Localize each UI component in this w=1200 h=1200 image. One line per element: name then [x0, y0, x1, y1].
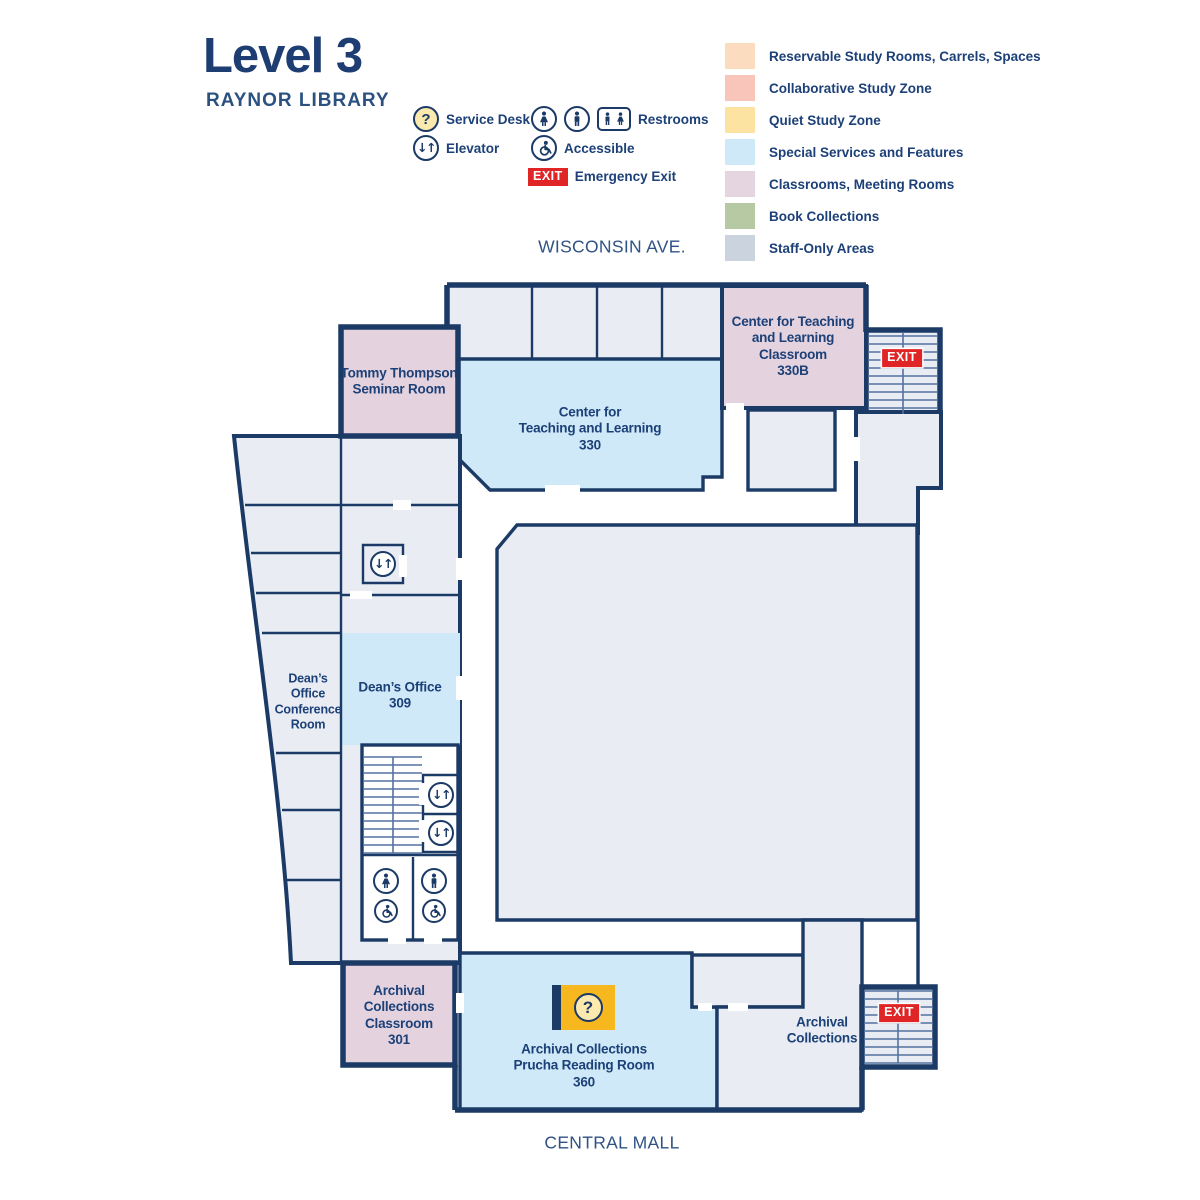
room-below-330b — [746, 408, 837, 492]
map-exit-badge-se: EXIT — [879, 1004, 919, 1022]
legend-service-desk-label: Service Desk — [446, 111, 531, 127]
stairs-nw-treads — [364, 756, 422, 854]
swatch-quiet — [725, 107, 755, 133]
library-name: RAYNOR LIBRARY — [206, 90, 390, 111]
room-inner-south — [690, 953, 805, 1009]
legend-restrooms: Restrooms — [531, 106, 709, 132]
service-desk-icon: ? — [413, 106, 439, 132]
map-accessible-icon-2 — [422, 899, 446, 923]
central-area — [495, 523, 919, 922]
label-ctl-330: Center for Teaching and Learning 330 — [518, 404, 662, 453]
legend-row-special: Special Services and Features — [725, 139, 1041, 165]
outer-walls — [444, 282, 869, 1113]
legend-row-books: Book Collections — [725, 203, 1041, 229]
label-deans-309: Dean’s Office 309 — [358, 679, 442, 711]
map-mens-restroom-icon — [421, 868, 447, 894]
legend-emergency-exit-label: Emergency Exit — [574, 169, 677, 185]
swatch-classrooms — [725, 171, 755, 197]
swatch-books — [725, 203, 755, 229]
room-deans-office-309 — [341, 633, 460, 745]
womens-restroom-icon — [531, 106, 557, 132]
desk-bar — [552, 985, 561, 1030]
color-legend: Reservable Study Rooms, Carrels, Spaces … — [725, 43, 1041, 261]
legend-elevator: ↓↑ Elevator — [413, 135, 499, 161]
legend-row-quiet: Quiet Study Zone — [725, 107, 1041, 133]
room-ne-corridor — [854, 410, 943, 535]
mens-restroom-icon — [564, 106, 590, 132]
family-restroom-icon — [597, 107, 631, 131]
question-glyph: ? — [421, 110, 431, 128]
legend-elevator-label: Elevator — [446, 140, 500, 156]
page-title: Level 3 — [203, 29, 363, 83]
swatch-collaborative — [725, 75, 755, 101]
street-label-bottom: CENTRAL MALL — [544, 1132, 680, 1153]
room-archival-classroom-301 — [340, 960, 458, 1068]
desk-gold-area: ? — [561, 985, 615, 1030]
map-womens-restroom-icon — [373, 868, 399, 894]
elevator-arrows-glyph: ↓↑ — [417, 139, 436, 155]
map-exit-badge-ne: EXIT — [882, 349, 922, 367]
legend-emergency-exit: EXIT Emergency Exit — [528, 168, 676, 186]
legend-accessible-label: Accessible — [564, 140, 635, 156]
map-accessible-icon-1 — [374, 899, 398, 923]
map-elevator-icon-3: ↓↑ — [428, 820, 454, 846]
swatch-staff — [725, 235, 755, 261]
room-ctl-classroom-330b — [720, 284, 868, 410]
label-archival-301: Archival Collections Classroom 301 — [363, 983, 435, 1048]
exit-badge-icon: EXIT — [528, 168, 568, 186]
legend-service-desk: ? Service Desk — [413, 106, 530, 132]
label-prucha-360: Archival Collections Prucha Reading Room… — [513, 1041, 655, 1090]
map-service-desk-icon: ? — [552, 985, 615, 1030]
label-archival-collections: Archival Collections — [786, 1014, 858, 1046]
legend-row-collaborative: Collaborative Study Zone — [725, 75, 1041, 101]
legend-row-staff: Staff-Only Areas — [725, 235, 1041, 261]
legend-row-reservable: Reservable Study Rooms, Carrels, Spaces — [725, 43, 1041, 69]
label-tommy-thompson: Tommy Thompson Seminar Room — [340, 365, 458, 397]
swatch-special — [725, 139, 755, 165]
legend-restrooms-label: Restrooms — [638, 111, 709, 127]
elevator-icon: ↓↑ — [413, 135, 439, 161]
door-gaps — [350, 403, 860, 1013]
label-deans-conference: Dean’s Office Conference Room — [274, 671, 342, 732]
map-elevator-icon-2: ↓↑ — [428, 782, 454, 808]
room-tommy-thompson — [338, 324, 461, 439]
label-ctl-330b: Center for Teaching and Learning Classro… — [731, 314, 855, 379]
accessible-icon — [531, 135, 557, 161]
street-label-top: WISCONSIN AVE. — [538, 236, 686, 257]
swatch-reservable — [725, 43, 755, 69]
map-elevator-icon-1: ↓↑ — [370, 551, 396, 577]
legend-row-classrooms: Classrooms, Meeting Rooms — [725, 171, 1041, 197]
legend-accessible: Accessible — [531, 135, 635, 161]
room-top-row — [447, 287, 722, 359]
